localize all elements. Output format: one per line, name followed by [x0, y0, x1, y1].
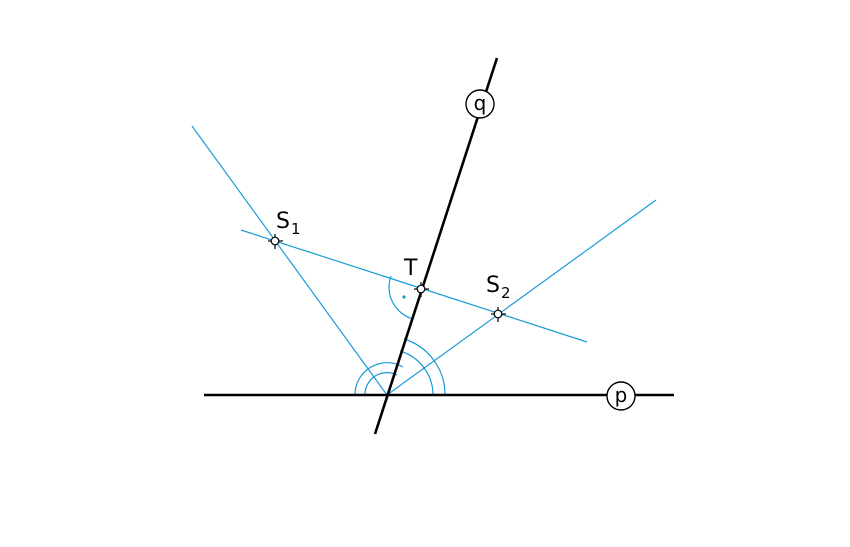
point-s1-marker [268, 234, 283, 249]
angle-arc-right-inner [399, 350, 434, 396]
line-q-label: q [465, 89, 495, 119]
points [268, 234, 506, 322]
angle-arc-right-outer [403, 338, 446, 396]
point-s2-label: S2 [486, 273, 511, 302]
right-angle-arc [388, 275, 414, 320]
construction-lines [191, 125, 657, 396]
angle-bisector-2 [386, 199, 657, 396]
line-p-label: p [606, 381, 636, 411]
angle-bisector-1 [191, 125, 388, 396]
svg-text:p: p [615, 383, 628, 407]
svg-text:q: q [474, 91, 487, 115]
line-q [373, 57, 499, 435]
perpendicular-line [240, 229, 588, 343]
point-t-marker [414, 282, 429, 297]
angle-arc-left-inner [364, 372, 398, 396]
angle-arc-left-outer [354, 362, 404, 396]
point-t-label: T [403, 256, 418, 281]
angle-arcs [354, 275, 446, 396]
point-s2-marker [491, 307, 506, 322]
point-s1-label: S1 [276, 209, 301, 238]
right-angle-dot [402, 295, 406, 299]
main-lines [204, 57, 674, 435]
